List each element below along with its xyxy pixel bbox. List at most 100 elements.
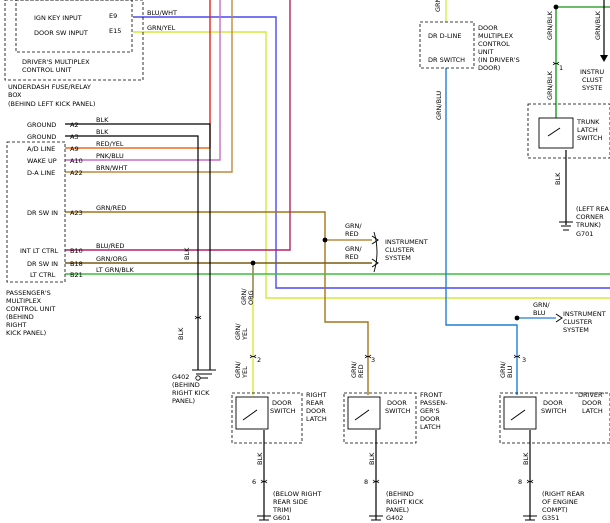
wire-label: GRN/RED: [96, 204, 126, 212]
unit-caption: RIGHT: [6, 321, 26, 329]
unit-caption: MULTIPLEX: [478, 32, 514, 40]
side-label: REAR: [306, 399, 324, 407]
system-caption: INSTRU: [580, 68, 604, 76]
unit-caption: UNIT: [478, 48, 494, 56]
ground-caption: RIGHT KICK: [386, 498, 424, 506]
wire-label: GRN/BLU: [435, 91, 443, 120]
side-label: DOOR: [306, 407, 326, 415]
side-label: PASSEN-: [420, 399, 448, 407]
arrow-right-icon: [371, 258, 379, 268]
connector-icon: [372, 479, 380, 484]
side-label: RIGHT: [306, 391, 326, 399]
splice-dot: [250, 260, 256, 266]
box-label: DOOR: [543, 399, 563, 407]
wire-label: YEL: [241, 328, 249, 341]
wire-label: GRN/: [234, 323, 242, 340]
system-caption: CLUSTER: [563, 318, 593, 326]
wire-label: BLK: [256, 452, 264, 465]
ground-caption: PANEL): [386, 506, 409, 514]
wire-label: BLK: [177, 327, 185, 340]
wire-label: RED: [345, 253, 359, 261]
ground-caption: (LEFT REA: [576, 205, 610, 213]
ground-caption: TRUNK): [575, 221, 601, 229]
pin-label: GROUND: [27, 133, 56, 141]
wire-label: ORG: [247, 290, 255, 305]
side-label: DOOR: [582, 399, 602, 407]
connector-icon: [260, 479, 268, 484]
wire-label: BLU: [506, 365, 514, 378]
unit-caption: (BEHIND: [6, 313, 34, 321]
pin-label: DR SW IN: [27, 260, 58, 268]
wire-pnk-blu: [65, 0, 221, 161]
wire-label: GRN/: [240, 288, 248, 305]
box-label: DOOR: [272, 399, 292, 407]
ground-caption: CORNER: [576, 213, 604, 221]
arrow-right-icon: [371, 235, 379, 245]
wire-label: GRN/BLK: [546, 70, 554, 100]
ground-caption: OF ENGINE: [542, 498, 578, 506]
ground-id: G402: [386, 514, 403, 522]
ground-caption: RIGHT KICK: [172, 389, 210, 397]
black-wires: [65, 0, 608, 520]
ground-icon: [559, 221, 573, 231]
ground-icon: [369, 515, 383, 521]
connector-icon: [194, 315, 202, 320]
pin-number: A10: [70, 157, 83, 165]
wire-grn-blu: [445, 68, 518, 395]
ground-caption: PANEL): [172, 397, 195, 405]
wire-label: BLU: [533, 309, 546, 317]
pin-label: A/D LINE: [27, 145, 55, 153]
pin-label: D-A LINE: [27, 169, 55, 177]
arrow-down-icon: [600, 55, 608, 62]
dr-door-switch-box: [503, 396, 537, 430]
underdash-fuse-box: [4, 0, 144, 81]
wire-label: BLK: [96, 128, 109, 136]
pin-number: B10: [70, 247, 83, 255]
connector-icon: [249, 354, 257, 359]
unit-caption: CONTROL UNIT: [6, 305, 55, 313]
box-label: SWITCH: [577, 134, 603, 142]
wire-label: GRN/: [533, 301, 550, 309]
ground-id: G402: [172, 373, 189, 381]
connector-icon: [513, 354, 521, 359]
wire-label: GRN/BLK: [546, 10, 554, 40]
pin-number: A2: [70, 121, 79, 129]
pin-label: DOOR SW INPUT: [34, 29, 88, 37]
wire-label: RED: [345, 230, 359, 238]
system-caption: CLUSTER: [385, 246, 415, 254]
pin-label: WAKE UP: [27, 157, 57, 165]
pin-label: LT CTRL: [30, 271, 56, 279]
connector-icon: [526, 479, 534, 484]
connector-icon: [364, 354, 372, 359]
pin-label: GROUND: [27, 121, 56, 129]
wire-label: RED/YEL: [96, 140, 124, 148]
side-label: DOOR: [420, 415, 440, 423]
wire-blu-wht: [133, 16, 610, 289]
pin-number: A9: [70, 145, 79, 153]
wire-blk-a3: [65, 135, 199, 370]
system-caption: SYSTEM: [385, 254, 411, 262]
wire-label: GRN/: [345, 222, 362, 230]
ground-id: G601: [273, 514, 290, 522]
system-caption: SYSTE: [582, 84, 602, 92]
pin-label: DR SW IN: [27, 209, 58, 217]
wire-label: GRN/: [499, 361, 507, 378]
splice-dot: [514, 315, 520, 321]
splice-dots: [250, 4, 559, 321]
side-label: LATCH: [420, 423, 441, 431]
pin-number: B21: [70, 271, 83, 279]
wire-label: BLK: [368, 452, 376, 465]
ground-id: G351: [542, 514, 559, 522]
pin-number: B18: [70, 260, 83, 268]
pin-label: INT LT CTRL: [20, 247, 59, 255]
wire-label: GRN/: [434, 0, 442, 12]
pin-number: 8: [364, 478, 368, 486]
ground-caption: (BEHIND: [386, 490, 414, 498]
pin-number: A23: [70, 209, 83, 217]
unit-caption: DRIVER'S MULTIPLEX: [22, 58, 90, 66]
wire-label: BLU/WHT: [147, 9, 177, 17]
wire-label: BLK: [183, 247, 191, 260]
wire-grn-red: [65, 211, 369, 395]
unit-caption: CONTROL UNIT: [22, 66, 71, 74]
dr-door-latch-box: [499, 392, 610, 444]
